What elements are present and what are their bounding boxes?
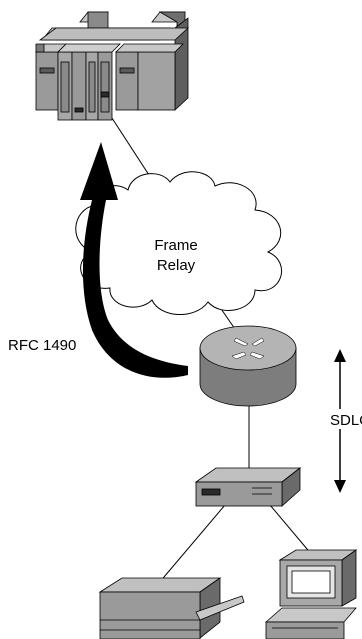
router-icon: [199, 325, 297, 407]
terminal-icon: [264, 549, 358, 639]
printer-icon: [98, 577, 245, 639]
line-controller-printer: [152, 504, 226, 591]
protocol-label: RFC 1490: [8, 337, 76, 354]
mainframe-icon: [35, 11, 190, 121]
rfc1490-arrow-icon: [80, 142, 188, 378]
link-label: SDLC: [330, 412, 362, 429]
sdlc-label-bg: [328, 409, 362, 429]
cluster-controller-icon: [194, 467, 302, 507]
frame-relay-cloud-icon: Frame Relay: [75, 171, 283, 315]
cloud-label-line2: Relay: [157, 257, 196, 274]
cloud-label-line1: Frame: [154, 237, 197, 254]
